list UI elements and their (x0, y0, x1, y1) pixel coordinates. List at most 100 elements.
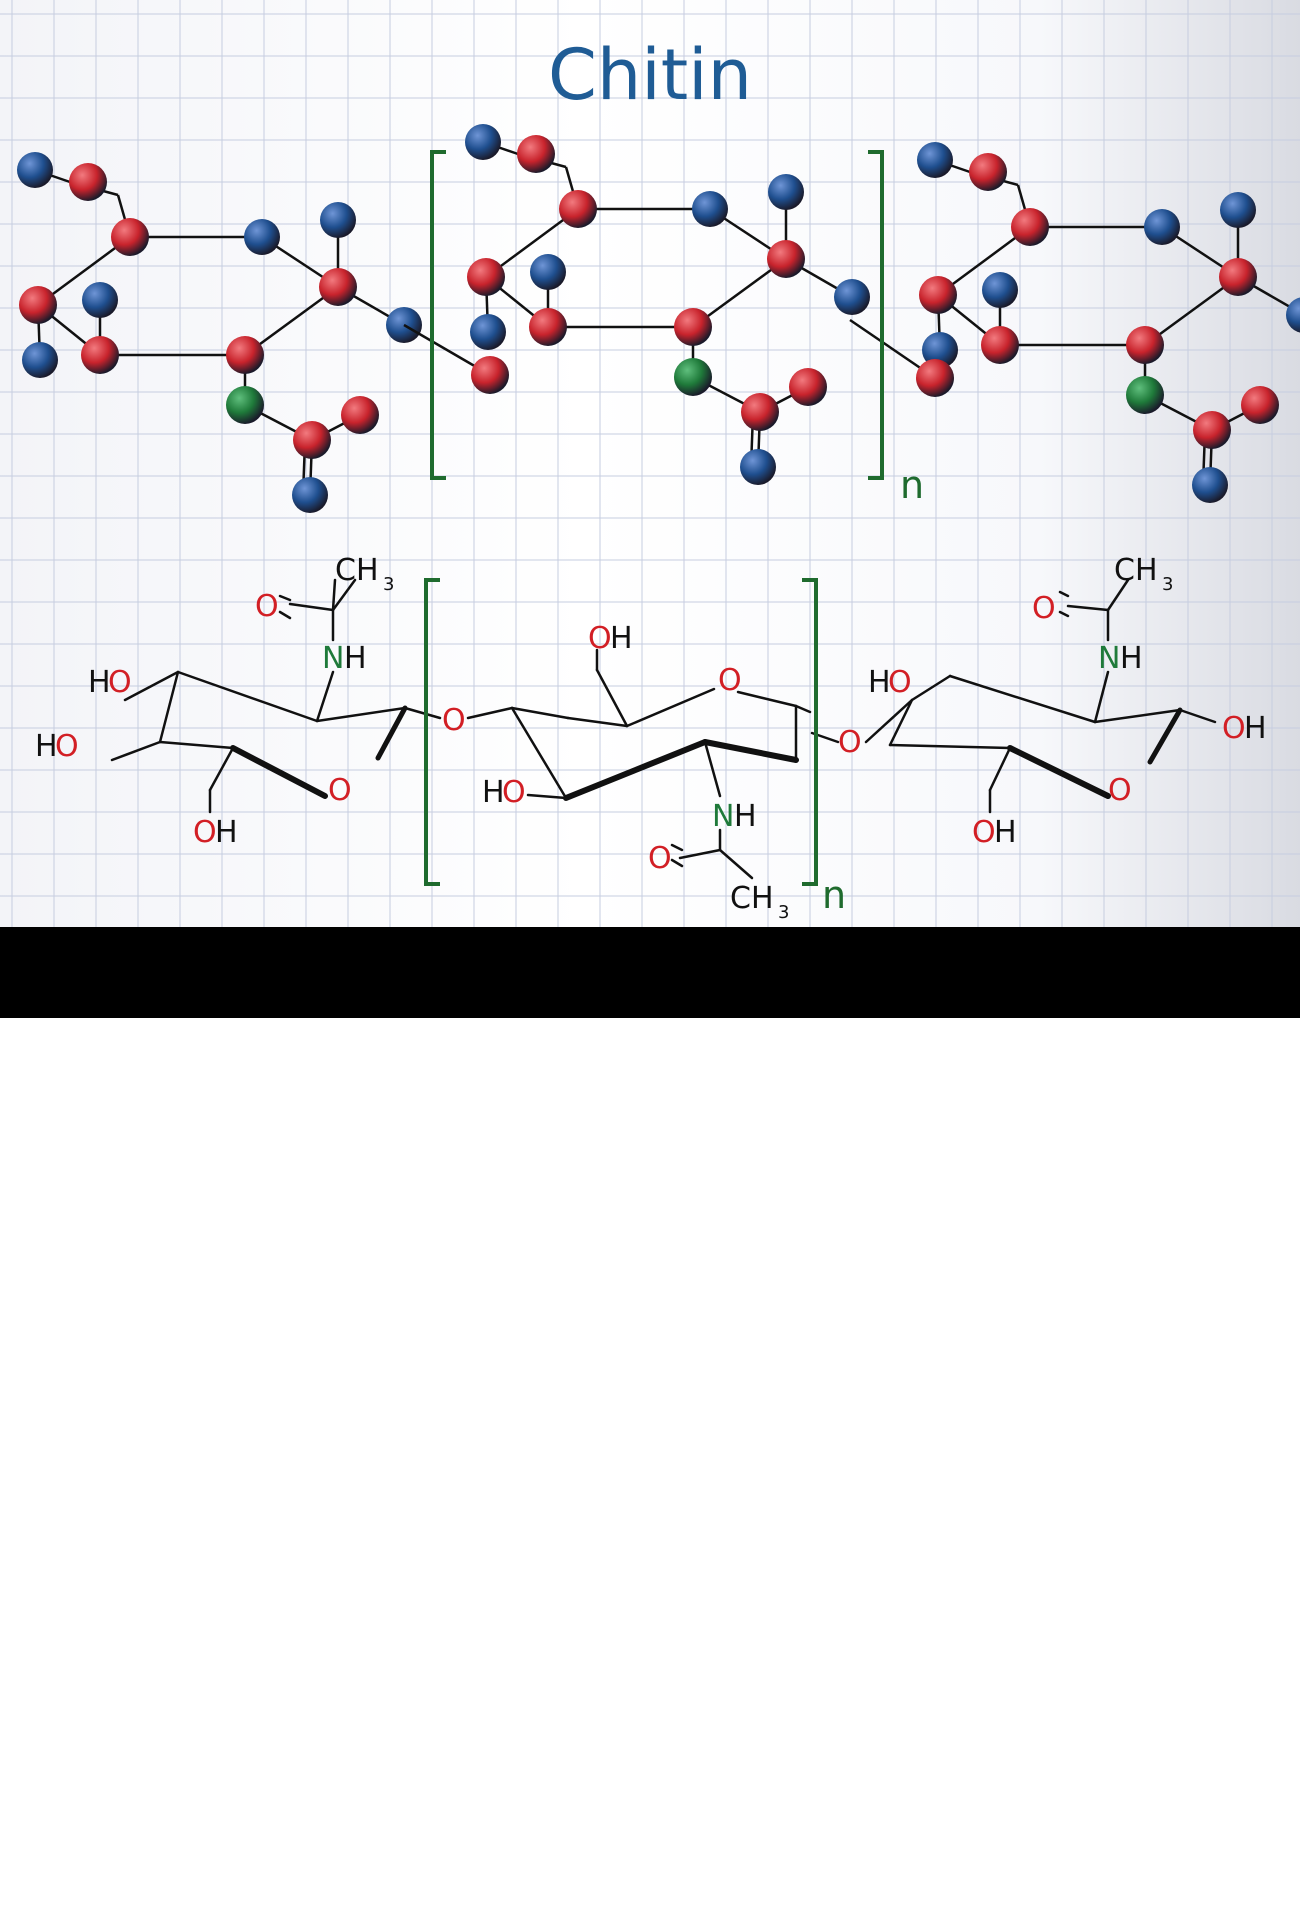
atom-ball-green (226, 386, 264, 424)
bond-line (948, 674, 1097, 724)
methyl-label-subscript: 3 (1162, 574, 1173, 595)
paper-fill (0, 0, 1300, 927)
o-label: O (55, 729, 79, 764)
atom-ball-red (517, 135, 555, 173)
atom-ball-blue (470, 314, 506, 350)
atom-ball-red (1193, 411, 1231, 449)
atom-ball-red (919, 276, 957, 314)
bond-line (702, 739, 799, 763)
bond-line (278, 610, 292, 620)
carbonyl-oxygen-label: O (1032, 591, 1056, 626)
bracket-right (868, 150, 884, 480)
bond-line (1106, 578, 1130, 612)
atom-ball-blue (320, 202, 356, 238)
ring-oxygen-label: O (1108, 773, 1132, 808)
bond-line (278, 594, 292, 602)
bond-line (1093, 670, 1110, 724)
image-url-text: www.alamy.com (1102, 1901, 1280, 1926)
bond-line (888, 698, 914, 747)
repeat-n-label: n (822, 873, 846, 917)
image-id-box: Image ID: R3EYN0 www.alamy.com (1050, 1872, 1280, 1932)
grid-lines (0, 0, 1300, 927)
glycosidic-oxygen-label: O (838, 725, 862, 760)
bond-line (1058, 610, 1070, 618)
atom-ball-red (916, 359, 954, 397)
bond (37, 235, 131, 307)
h-label: H (1244, 711, 1267, 746)
atom-ball-red (981, 326, 1019, 364)
atom-ball-red (559, 190, 597, 228)
methyl-label-subscript: 3 (778, 902, 789, 923)
h-label: H (610, 621, 633, 656)
o-label: O (193, 815, 217, 850)
atom-ball-blue (1192, 467, 1228, 503)
n-label: N (1098, 641, 1120, 676)
bond-line (331, 578, 357, 612)
atom-ball-red (467, 258, 505, 296)
grid-paper-background (0, 0, 1300, 927)
bond-line (331, 578, 337, 612)
atom-ball-red (341, 396, 379, 434)
bond-line (718, 848, 754, 880)
bracket-left (424, 578, 440, 886)
glucosamine-unit-1 (17, 152, 422, 513)
bond-line (315, 706, 407, 723)
ring-oxygen-label: O (328, 773, 352, 808)
h-label: H (88, 665, 111, 700)
bond-line (625, 687, 716, 728)
atom-ball-blue (768, 174, 804, 210)
bond-line (794, 704, 812, 714)
atom-ball-red (1241, 386, 1279, 424)
bond-line (1178, 708, 1217, 724)
page-title: Chitin (548, 34, 752, 116)
bond-line (1093, 708, 1182, 724)
ring-oxygen-label: O (718, 663, 742, 698)
glycosidic-oxygen-label: O (442, 703, 466, 738)
methyl-label: CH (335, 553, 379, 588)
bond-line (208, 746, 235, 792)
bond-line (288, 602, 335, 612)
bond-line (510, 706, 570, 720)
bond-line (888, 743, 1012, 750)
o-label: O (588, 621, 612, 656)
atom-ball-red (1219, 258, 1257, 296)
bond-line (988, 746, 1012, 792)
h-label: H (868, 665, 891, 700)
bond-line (110, 740, 162, 762)
atom-ball-red (293, 421, 331, 459)
h-label: H (215, 815, 238, 850)
carbonyl-oxygen-label: O (255, 589, 279, 624)
atom-ball-red (767, 240, 805, 278)
atom-ball-blue (244, 219, 280, 255)
atom-ball-blue (465, 124, 501, 160)
o-label: O (888, 665, 912, 700)
bond-line (1058, 590, 1070, 598)
n-label: N (712, 799, 734, 834)
bond-line (910, 674, 952, 702)
bond-line (678, 848, 722, 860)
atom-ball-red (674, 308, 712, 346)
bond-line (158, 670, 180, 744)
atom-ball-blue (834, 279, 870, 315)
bond-line (526, 793, 568, 800)
atom-ball-blue (292, 477, 328, 513)
bond (937, 225, 1031, 297)
atom-ball-blue (692, 191, 728, 227)
h-label: H (344, 641, 367, 676)
atom-ball-blue (530, 254, 566, 290)
carbonyl-oxygen-label: O (648, 841, 672, 876)
methyl-label: CH (730, 881, 774, 916)
atom-ball-blue (982, 272, 1018, 308)
atom-ball-green (1126, 376, 1164, 414)
bond-line (230, 745, 328, 799)
bond-line (670, 858, 684, 868)
bond-line (563, 739, 708, 801)
atom-ball-red (741, 393, 779, 431)
bond-line (510, 706, 568, 800)
repeat-n-label: n (900, 463, 924, 507)
bond-line (158, 740, 235, 750)
bond-line (566, 716, 629, 728)
bond-line (595, 668, 629, 728)
atom-ball-blue (17, 152, 53, 188)
bond-line (703, 740, 722, 798)
